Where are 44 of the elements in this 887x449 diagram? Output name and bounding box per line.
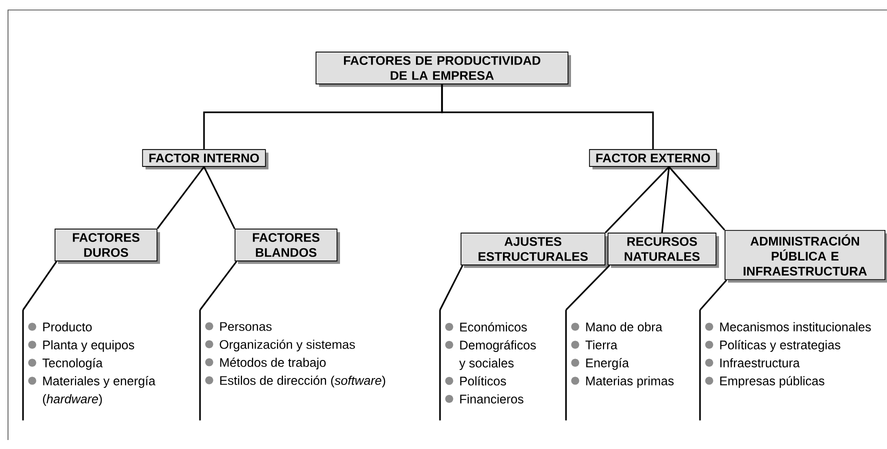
node-label: Materiales y energía (hardware) xyxy=(42,376,156,406)
connector-line xyxy=(439,264,464,310)
node-label: Estilos de dirección (software) xyxy=(220,376,386,388)
bullet-list: Mano de obra Tierra Energía Materias primas xyxy=(571,322,674,388)
factor-box: FACTORES DUROS xyxy=(54,228,160,264)
bullet-list: Mecanismos institucionales Políticas y estrategias Infraestructura Empresas públicas xyxy=(705,322,871,388)
node-label: Materias primas xyxy=(586,376,674,388)
node-label: Infraestructura xyxy=(720,358,800,368)
bullet-list: Producto Planta y equipos Tecnología Materiales y energía (hardware) xyxy=(28,322,156,406)
node-label: Energía xyxy=(586,358,629,370)
node-label: Demográficos y sociales xyxy=(459,340,536,370)
node-label: Tierra xyxy=(585,340,618,350)
connector-line xyxy=(199,260,238,310)
connector-line xyxy=(203,166,236,230)
node-label: Políticos xyxy=(460,376,506,386)
node-label: Planta y equipos xyxy=(43,340,134,352)
node-label: Mecanismos institucionales xyxy=(720,322,871,332)
factor-box: RECURSOS NATURALES xyxy=(608,232,719,268)
factor-box: FACTOR INTERNO xyxy=(142,149,268,170)
factor-box: AJUSTES ESTRUCTURALES xyxy=(460,232,608,268)
node-label: Personas xyxy=(220,322,272,331)
node-label: Políticas y estrategias xyxy=(720,340,840,352)
connector-line xyxy=(661,166,670,233)
node-label: Tecnología xyxy=(42,358,103,370)
bullet-list: Económicos Demográficos y sociales Políticos Financieros xyxy=(445,322,536,404)
factor-box: FACTORES BLANDOS xyxy=(234,228,340,264)
factor-box: ADMINISTRACIÓN PÚBLICA E INFRAESTRUCTURA xyxy=(724,230,887,283)
connector-line xyxy=(565,264,610,311)
factor-box: FACTORES DE PRODUCTIVIDAD DE LA EMPRESA xyxy=(316,52,571,87)
node-label: Mano de obra xyxy=(586,322,662,332)
node-label: Producto xyxy=(43,322,92,332)
connector-line xyxy=(22,260,58,310)
connector-line xyxy=(604,166,670,234)
node-label: Empresas públicas xyxy=(720,376,824,388)
factor-box: FACTOR EXTERNO xyxy=(589,149,720,170)
bullet-list: Personas Organización y sistemas Métodos de trabajo Estilos de dirección (software) xyxy=(205,322,386,388)
connector-line xyxy=(441,84,654,150)
connector-line xyxy=(668,166,726,231)
connector-line xyxy=(156,166,205,230)
node-label: Organización y sistemas xyxy=(220,340,355,352)
node-label: Económicos xyxy=(460,322,527,332)
node-label: Métodos de trabajo xyxy=(220,358,326,370)
node-label: Financieros xyxy=(460,394,524,404)
connector-line xyxy=(699,279,728,311)
